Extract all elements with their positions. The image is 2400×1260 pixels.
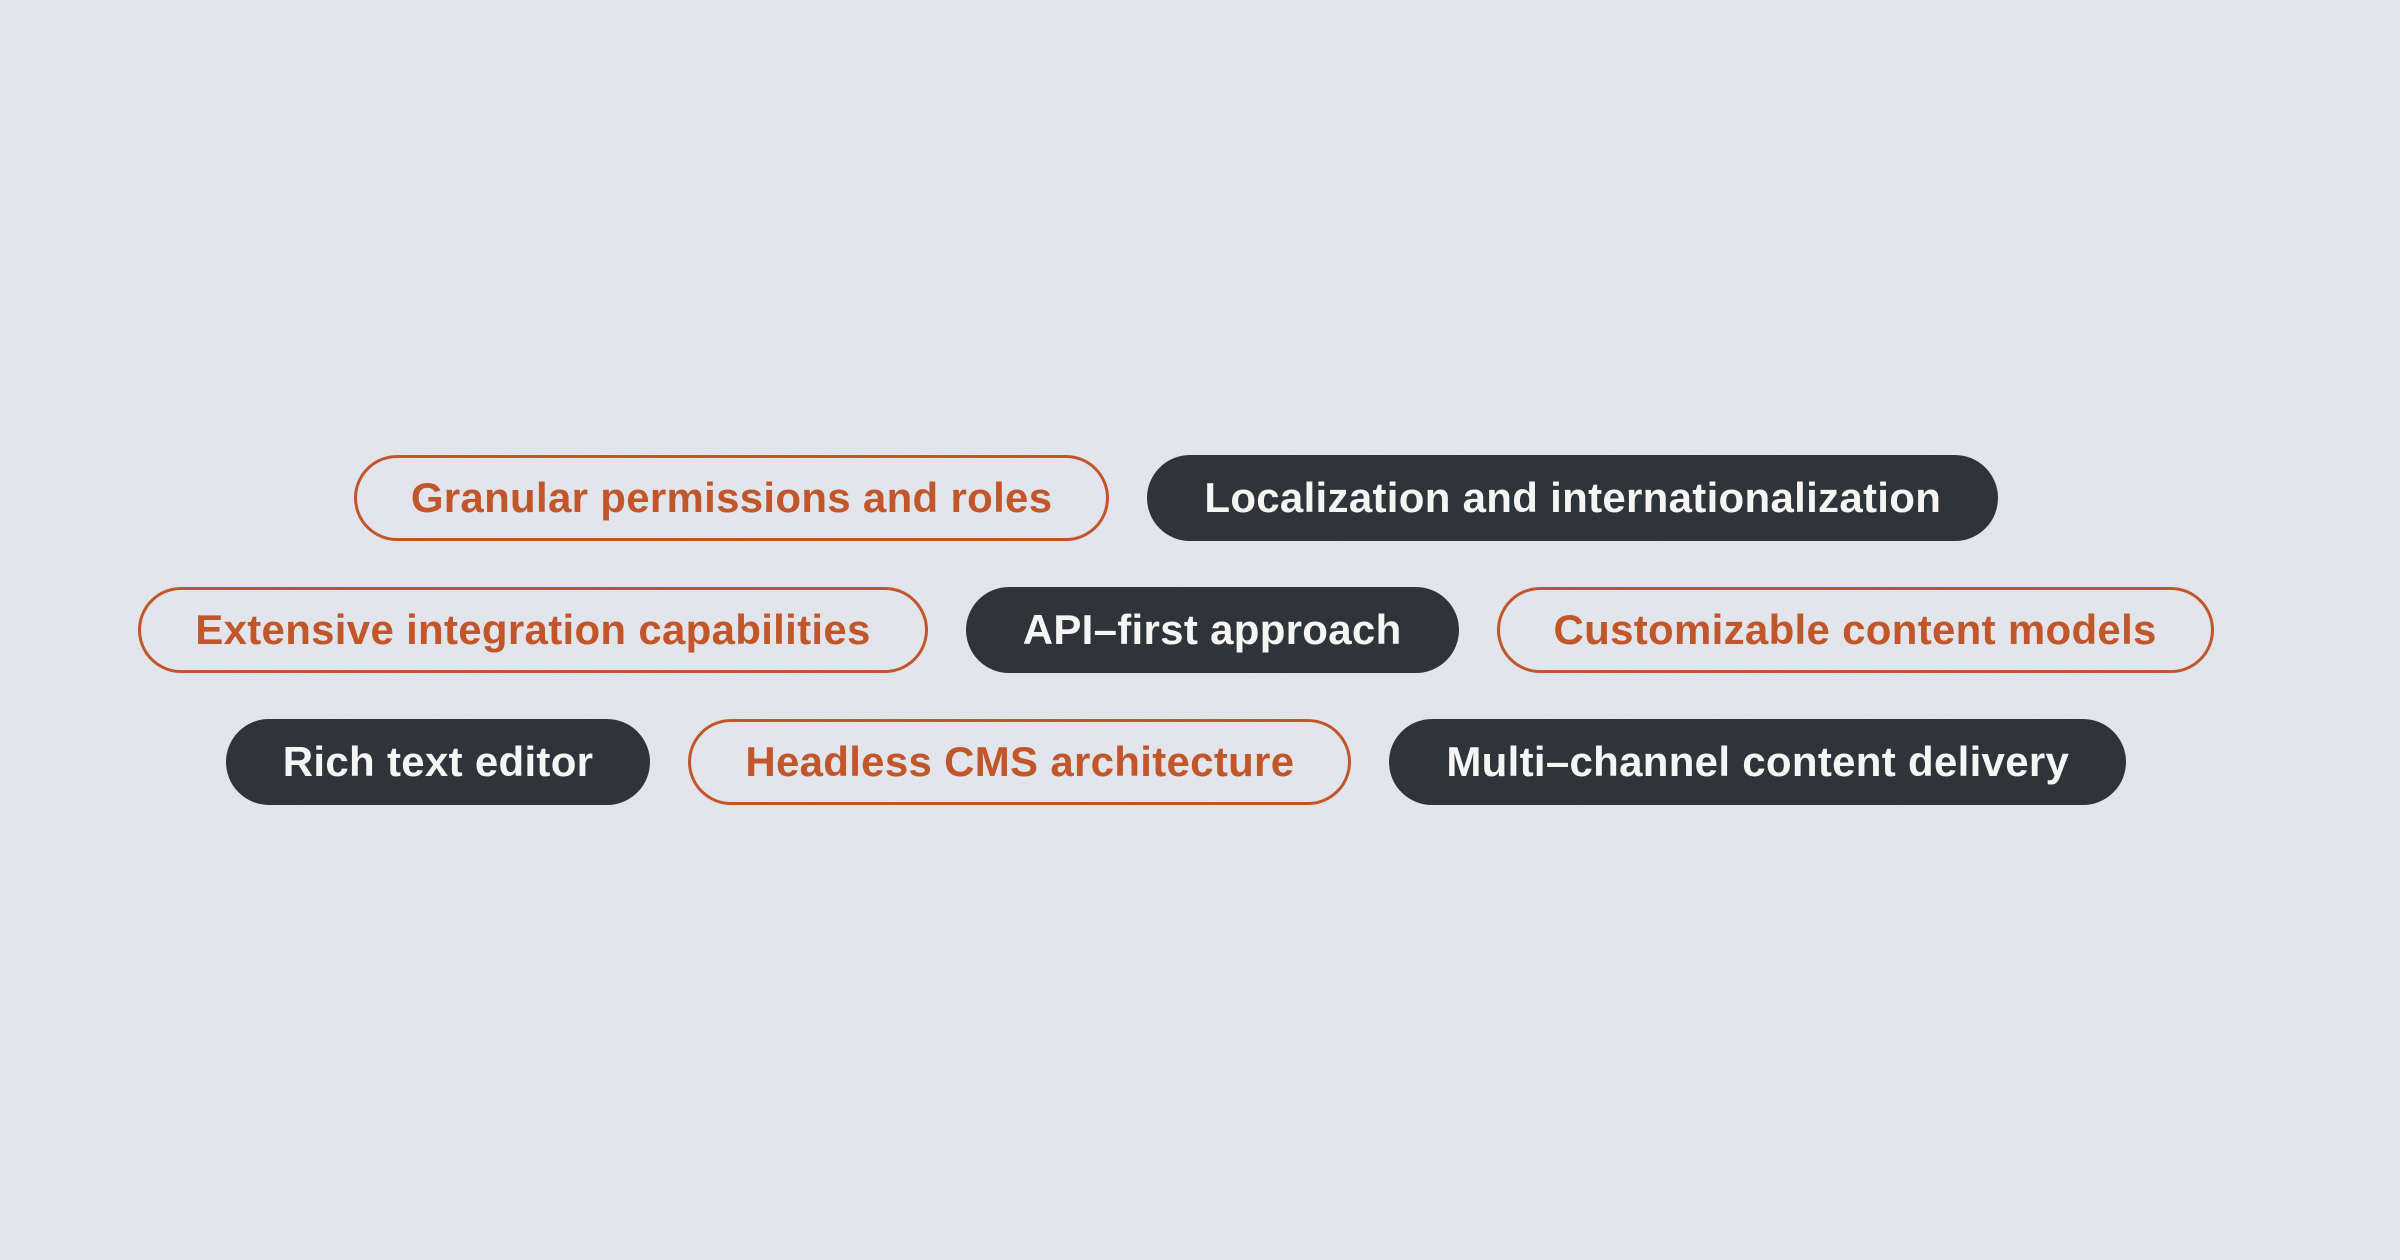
tag-pill: Rich text editor	[225, 719, 651, 805]
tag-pill: Multi–channel content delivery	[1389, 719, 2127, 805]
tag-pill: Localization and internationalization	[1147, 455, 1999, 541]
tag-pill: Granular permissions and roles	[353, 455, 1110, 541]
tag-row: Rich text editor Headless CMS architectur…	[225, 719, 2127, 805]
tag-row: Extensive integration capabilities API–fi…	[138, 587, 2214, 673]
tag-pill: Extensive integration capabilities	[138, 587, 928, 673]
tag-pill: Customizable content models	[1496, 587, 2214, 673]
tag-row: Granular permissions and roles Localizati…	[353, 455, 1999, 541]
tag-pill: API–first approach	[965, 587, 1459, 673]
tag-pill: Headless CMS architecture	[688, 719, 1352, 805]
tag-cloud: Granular permissions and roles Localizati…	[138, 455, 2214, 805]
